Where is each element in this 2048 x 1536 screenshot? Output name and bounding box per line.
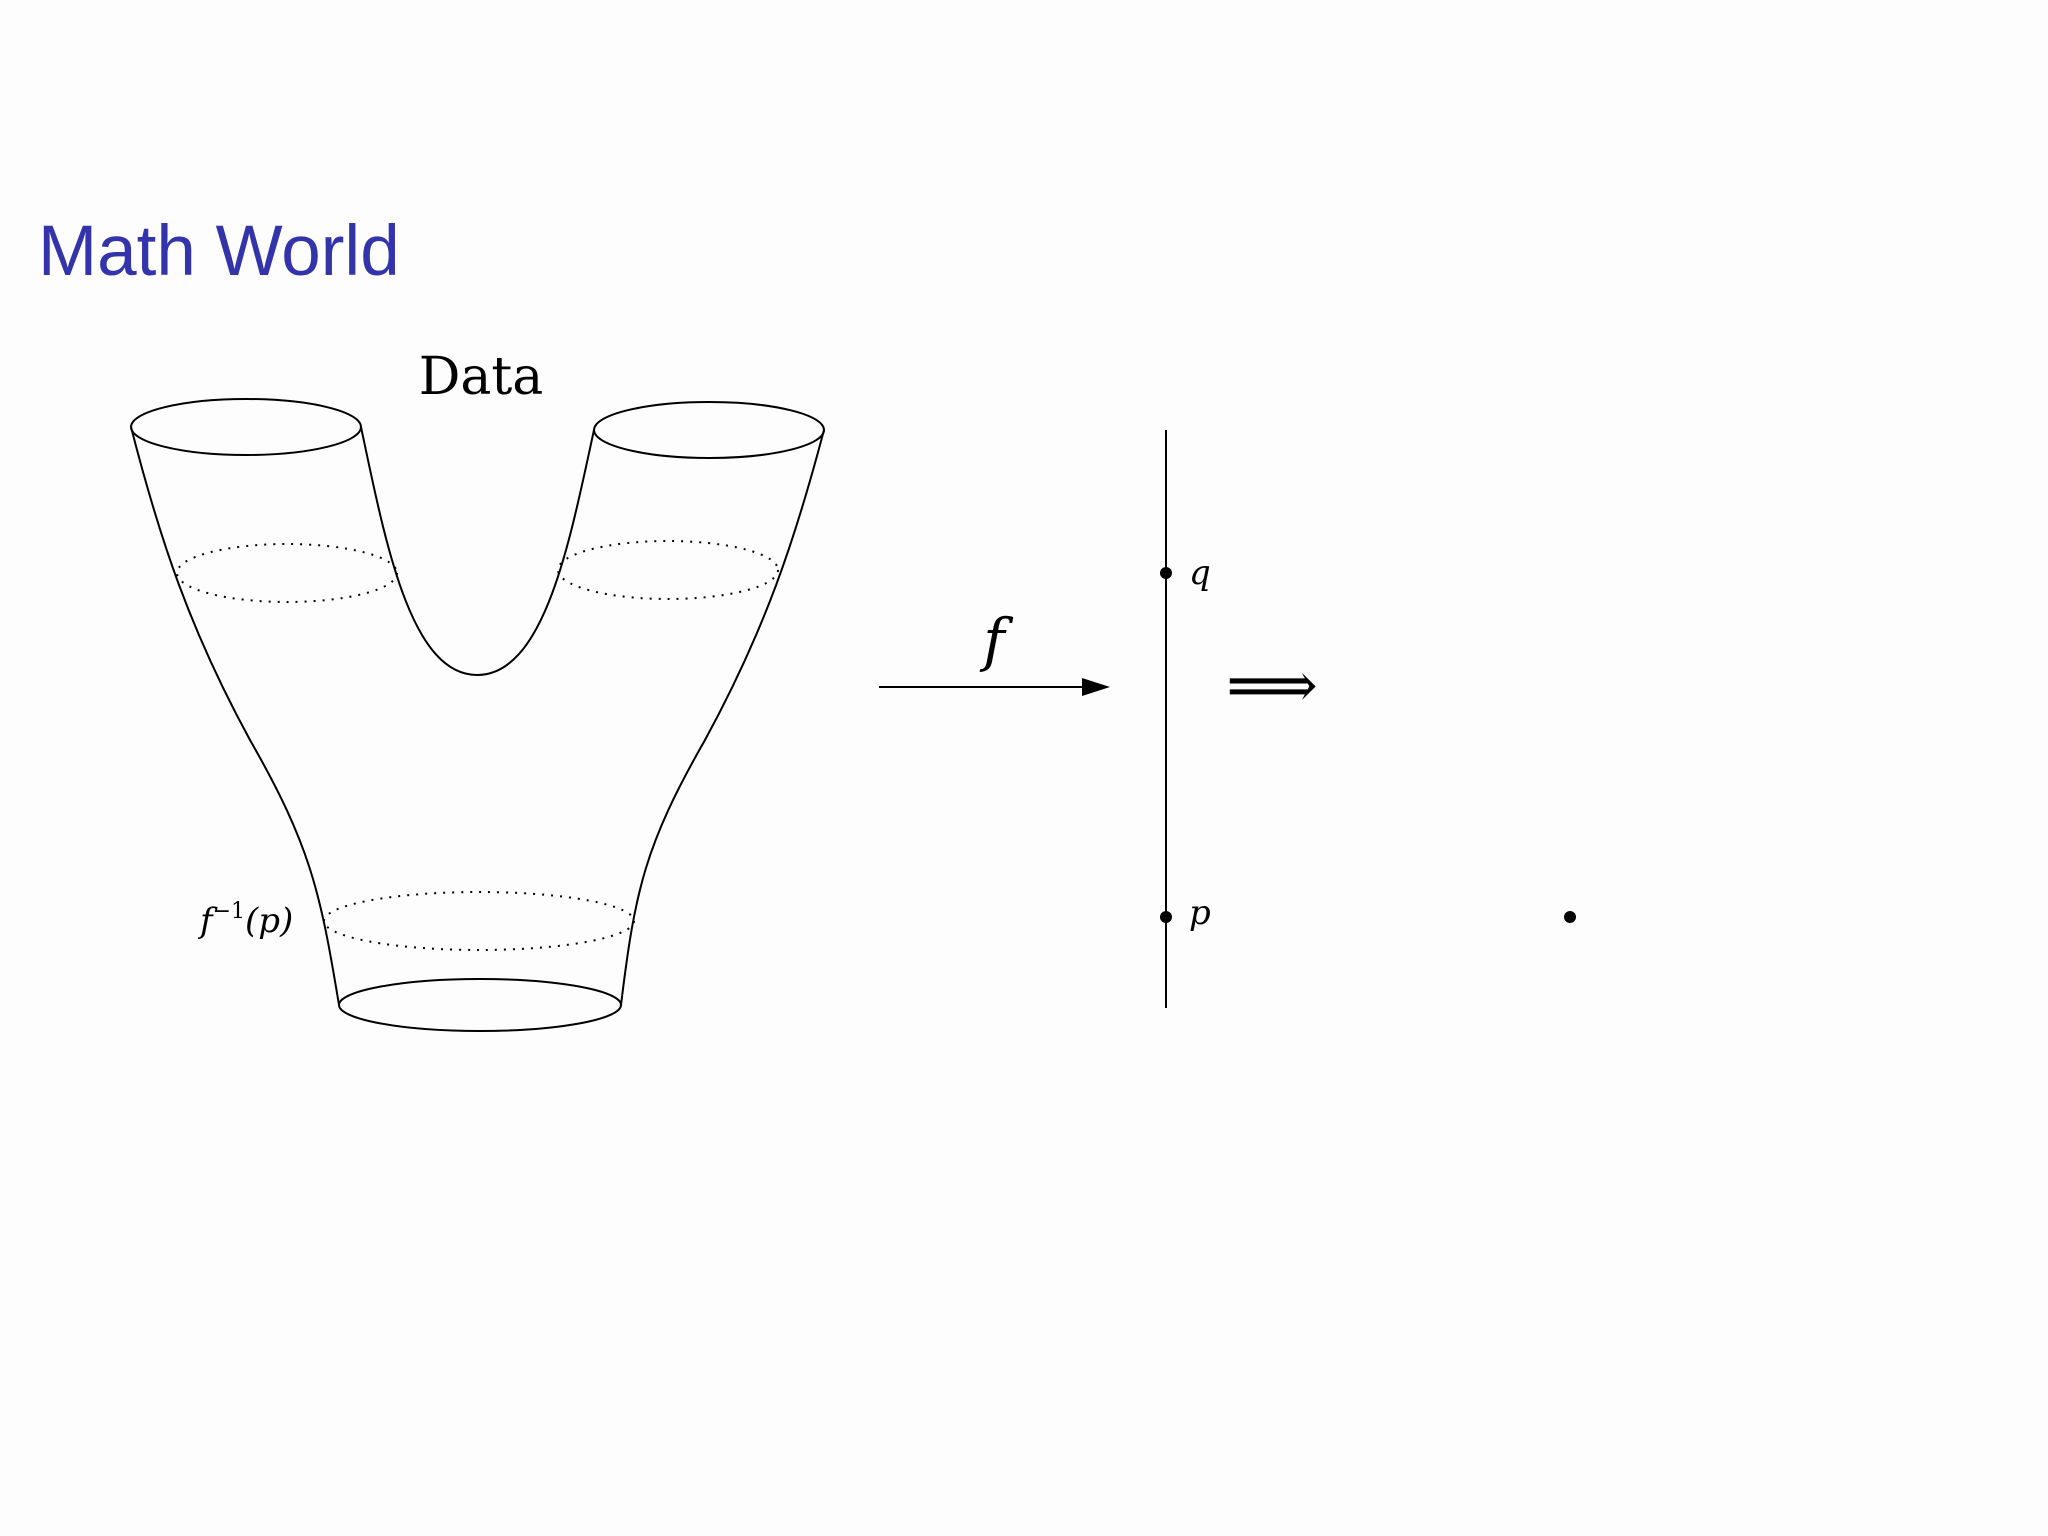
outer-right-edge [620, 429, 825, 1006]
point-q [1160, 567, 1172, 579]
right-top-circle [593, 401, 825, 459]
left-top-circle [130, 398, 362, 456]
preimage-label-exponent: −1 [213, 899, 245, 924]
map-arrow [879, 678, 1110, 696]
slide-title: Math World [38, 212, 400, 291]
crotch-curve [360, 426, 595, 677]
point-p-label: p [1189, 893, 1211, 933]
left-leg-level-set [176, 543, 398, 603]
surface-label: Data [419, 347, 544, 407]
right-leg-level-set [557, 540, 779, 600]
bottom-circle [338, 978, 622, 1032]
preimage-level-set [323, 891, 635, 951]
map-arrow-head [1082, 678, 1110, 696]
outer-left-edge [130, 426, 340, 1006]
preimage-label-arg: (p) [245, 901, 293, 941]
implies-symbol: ⟹ [1226, 649, 1318, 723]
point-q-label: q [1189, 553, 1211, 593]
preimage-label: f−1(p) [197, 899, 293, 941]
collapsed-point [1564, 911, 1576, 923]
pants-surface [130, 398, 825, 1032]
map-label: f [979, 606, 1014, 674]
point-p [1160, 911, 1172, 923]
